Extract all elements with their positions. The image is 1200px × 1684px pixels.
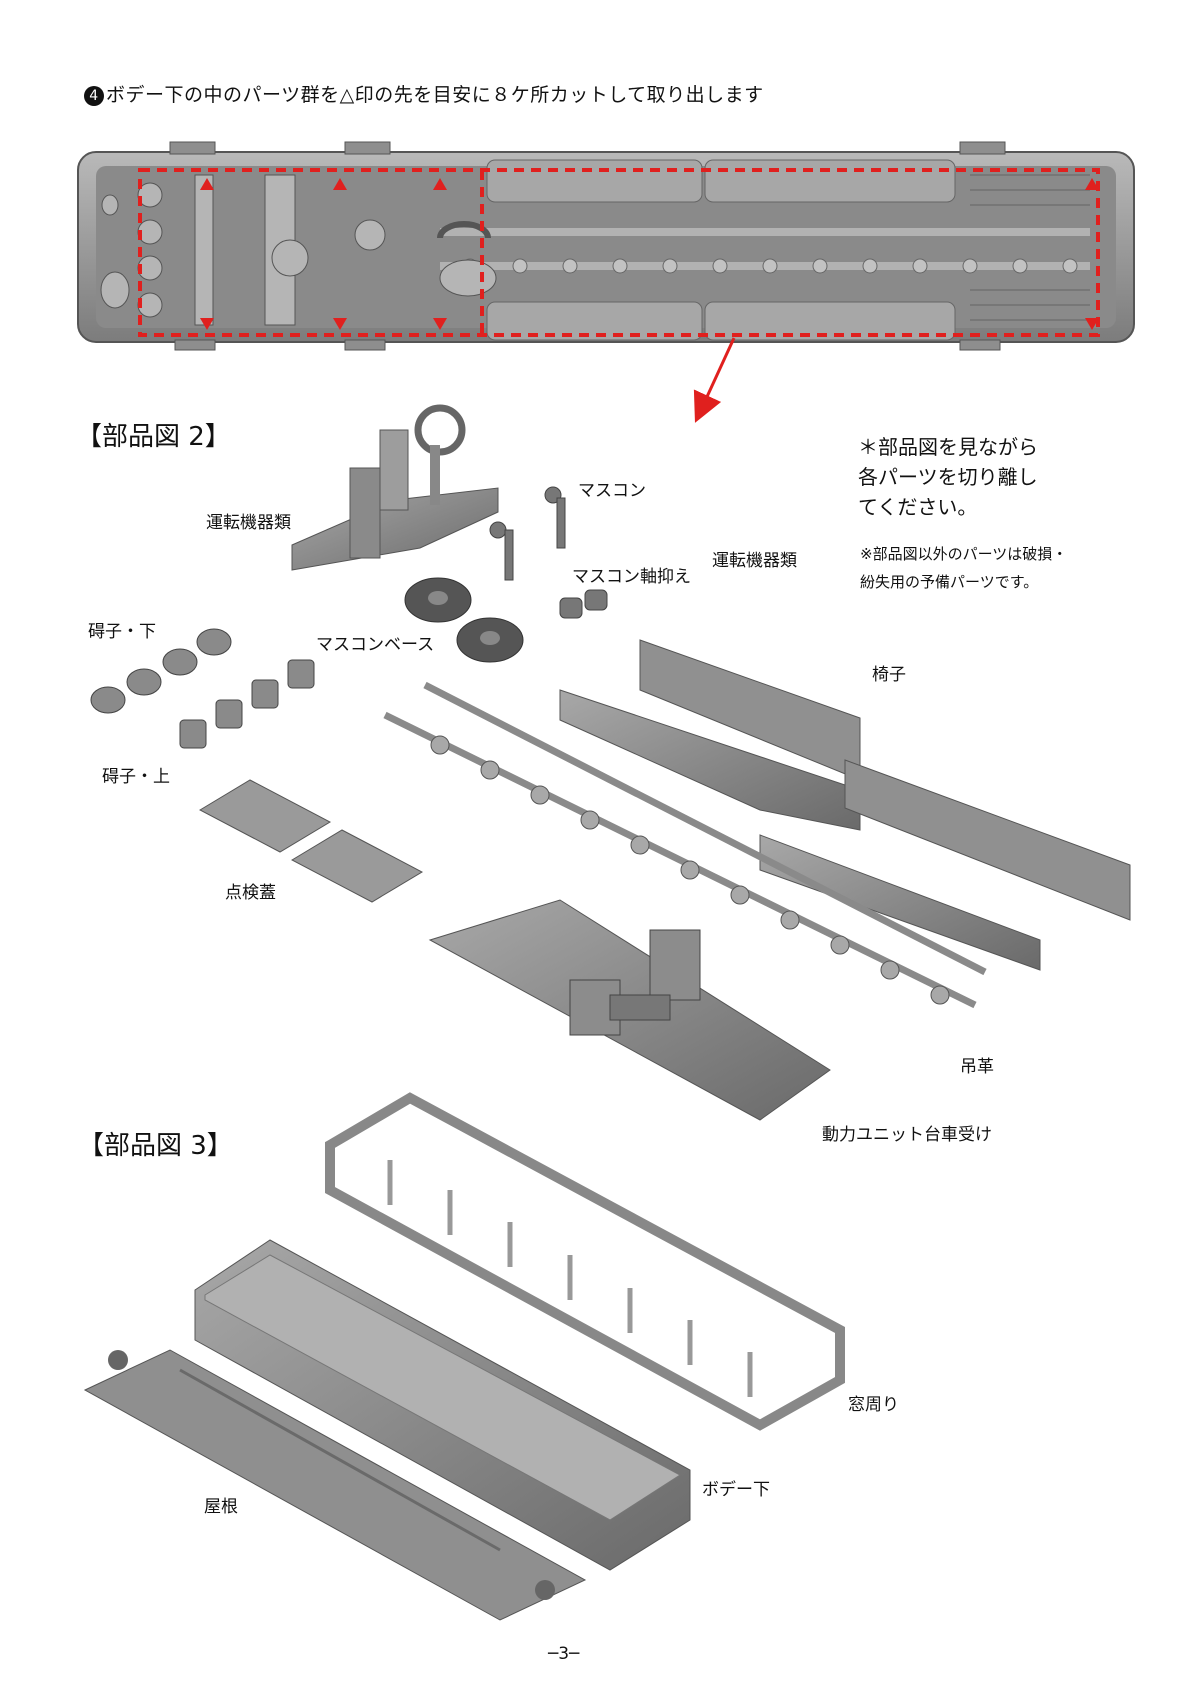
parts-figure-2-image bbox=[90, 404, 1131, 1121]
label-power-unit-bogie-holder: 動力ユニット台車受け bbox=[822, 1125, 992, 1145]
label-window-frame: 窓周り bbox=[848, 1395, 899, 1415]
step-number: 4 bbox=[84, 86, 104, 106]
parts-figure-3-image bbox=[83, 1092, 845, 1621]
label-insulator-upper: 碍子・上 bbox=[102, 767, 170, 787]
label-driving-equipment-right: 運転機器類 bbox=[712, 551, 797, 571]
label-driving-equipment-left: 運転機器類 bbox=[206, 513, 291, 533]
spare-parts-note: ※部品図以外のパーツは破損・ 紛失用の予備パーツです。 bbox=[860, 540, 1067, 596]
instruction-note: ＊部品図を見ながら 各パーツを切り離し てください。 bbox=[858, 432, 1038, 522]
label-seats: 椅子 bbox=[872, 665, 906, 685]
spare-note-line-1: ※部品図以外のパーツは破損・ bbox=[860, 545, 1068, 563]
page-number: ─3─ bbox=[548, 1644, 580, 1664]
parts-figure-3-title: 【部品図 3】 bbox=[78, 1131, 233, 1161]
note-line-2: 各パーツを切り離し bbox=[858, 465, 1038, 489]
label-body-lower: ボデー下 bbox=[702, 1480, 770, 1500]
label-master-controller-base: マスコンベース bbox=[316, 635, 435, 655]
note-line-3: てください。 bbox=[858, 495, 978, 519]
label-straps: 吊革 bbox=[960, 1057, 994, 1077]
note-line-1: ＊部品図を見ながら bbox=[858, 435, 1038, 459]
sprue-frame-image bbox=[77, 141, 1135, 423]
label-inspection-lid: 点検蓋 bbox=[225, 883, 276, 903]
label-roof: 屋根 bbox=[204, 1497, 238, 1517]
parts-figure-2-title: 【部品図 2】 bbox=[76, 422, 231, 452]
label-insulator-lower: 碍子・下 bbox=[88, 622, 156, 642]
label-master-controller-shaft: マスコン軸抑え bbox=[572, 567, 691, 587]
step-text: ボデー下の中のパーツ群を△印の先を目安に８ケ所カットして取り出します bbox=[106, 84, 764, 106]
spare-note-line-2: 紛失用の予備パーツです。 bbox=[860, 573, 1039, 591]
label-master-controller: マスコン bbox=[578, 481, 646, 501]
